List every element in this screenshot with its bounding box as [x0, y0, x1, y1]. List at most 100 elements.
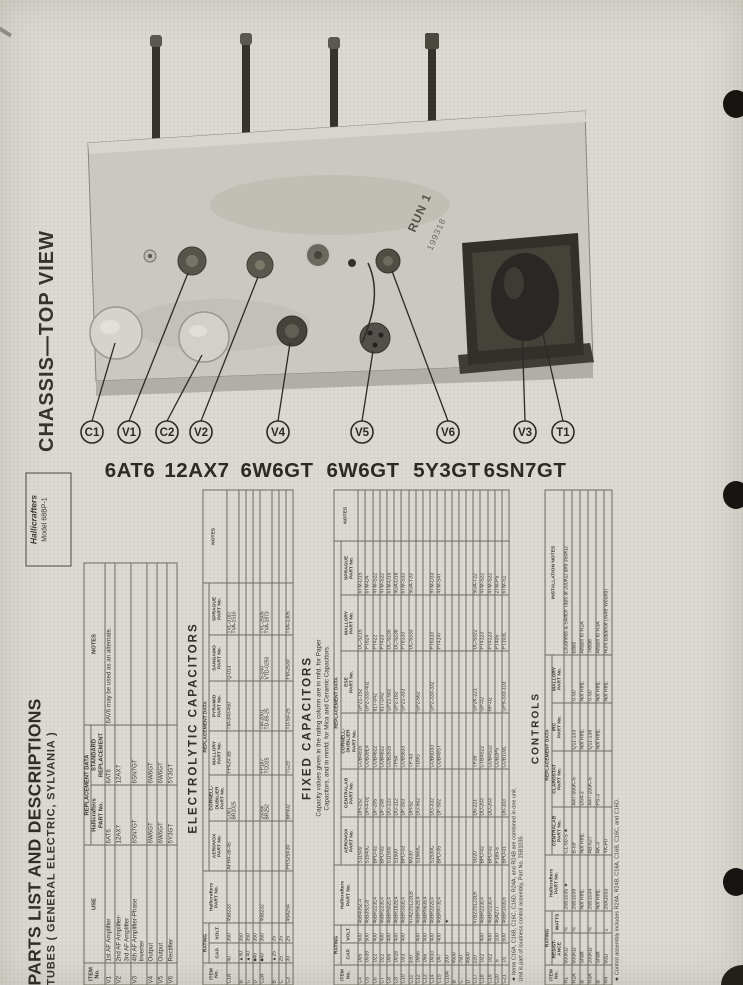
table-cell: C7: [379, 964, 387, 985]
column-header: SPRAGUE PART No.: [340, 540, 358, 595]
table-cell: PS-3: [595, 750, 604, 807]
table-cell: C: [458, 964, 466, 985]
table-cell: UC-5215: [357, 594, 365, 651]
component-label: V5: [355, 427, 370, 439]
table-cell: V5: [156, 962, 167, 985]
table-cell: 400: [429, 924, 437, 943]
power-transformer: [458, 233, 594, 374]
table-cell: GP2-182: [393, 650, 401, 713]
table-cell: Not Req.: [595, 702, 604, 751]
table-cell: [451, 816, 459, 865]
table-cell: 400: [393, 924, 401, 943]
column-header: REPLACEMENT DATA: [544, 654, 552, 855]
table-cell: [444, 768, 452, 817]
table-cell: Not Req.: [595, 654, 604, 703]
table-cell: GP9-333-103: [501, 650, 509, 713]
column-header: ITEM No.: [83, 962, 105, 985]
table-cell: [451, 768, 459, 817]
table-cell: C20: [494, 964, 502, 985]
table-cell: BPD-02: [487, 816, 495, 865]
table-cell: C13: [422, 964, 430, 985]
table-cell: BR502: [285, 774, 293, 821]
table-cell: [444, 540, 452, 595]
column-header: RATING: [333, 924, 341, 965]
table-cell: Hum Balance (Wire Wound): [603, 489, 612, 655]
table-cell: [278, 820, 286, 871]
table-cell: ½: [587, 910, 596, 933]
table-cell: 750: [458, 942, 466, 965]
table-cell: [259, 820, 272, 871]
column-header: ITEM No.: [333, 964, 358, 985]
table-cell: [465, 489, 473, 541]
table-cell: 6SN7GT: [130, 784, 147, 845]
table-cell: [285, 489, 293, 583]
table-cell: PT4147: [436, 594, 445, 651]
tube-type-label: 6W6GT: [240, 459, 313, 482]
table-cell: [408, 924, 416, 943]
table-cell: Not Req.: [603, 654, 612, 703]
table-cell: Q-013: [226, 634, 239, 681]
table-cell: 4500: [451, 942, 459, 965]
table-cell: BPD-03: [400, 816, 409, 865]
model-number: Model 68BP-1: [41, 496, 48, 542]
table-cell: Q11-133: [571, 702, 580, 751]
table-cell: Not Req.: [579, 854, 588, 911]
table-cell: DF-208: [379, 768, 387, 817]
table-cell: GP21-152: [357, 650, 365, 713]
table-cell: 500KΩ: [571, 932, 580, 965]
table-cell: GP-02: [479, 650, 488, 713]
table-cell: 46BR333L4: [400, 864, 409, 925]
table-cell: [458, 924, 466, 943]
table-cell: 25: [285, 922, 293, 943]
table-cell: S1500: [393, 816, 401, 865]
table-cell: 46BR563E4: [422, 864, 430, 925]
table-cell: R2A: [571, 964, 580, 985]
table-cell: 1st AF Amplifier: [104, 844, 115, 963]
table-cell: PT422: [372, 594, 380, 651]
model-box: Hallicrafters Model 68BP-1: [25, 472, 71, 566]
table-cell: [563, 654, 572, 703]
table-cell: .047: [436, 942, 445, 965]
table-cell: [472, 489, 480, 541]
column-header: PYRAMID PART No.: [208, 680, 227, 731]
table-cell: 6TM-S1: [501, 540, 509, 595]
table-cell: [458, 650, 466, 713]
table-cell: ■40: [259, 942, 272, 963]
table-cell: 46B392C8: [364, 864, 373, 925]
table-cell: R3A: [587, 964, 596, 985]
table-cell: DD-203: [487, 768, 495, 817]
table-cell: C12: [415, 964, 423, 985]
table-cell: U-50: [571, 654, 580, 703]
table-cell: [408, 650, 416, 713]
table-cell: D6-103: [501, 768, 509, 817]
table-cell: 2nd AF Amplifier- 3rd AF Amplifier: [114, 844, 131, 963]
table-cell: [465, 650, 473, 713]
table-cell: 4TM-S22: [372, 540, 380, 595]
table-cell: 6TM-D15: [357, 540, 365, 595]
table-cell: 350: [238, 922, 246, 943]
table-cell: ▲25: [271, 942, 279, 963]
table-cell: B-59: [571, 806, 580, 855]
table-cell: 400: [372, 924, 380, 943]
table-cell: [465, 864, 473, 925]
table-cell: V3: [130, 962, 147, 985]
table-cell: [458, 712, 466, 769]
table-cell: Output: [146, 844, 157, 963]
table-cell: DD-203: [479, 768, 488, 817]
table-cell: [465, 540, 473, 595]
table-cell: [245, 774, 253, 821]
table-cell: [166, 562, 177, 725]
table-cell: [415, 594, 423, 651]
table-cell: C17: [472, 964, 480, 985]
table-cell: UC-5235: [386, 594, 394, 651]
table-cell: .0018: [393, 942, 401, 965]
table-cell: 46BR223L4: [487, 864, 495, 925]
table-cell: PT423: [379, 594, 387, 651]
